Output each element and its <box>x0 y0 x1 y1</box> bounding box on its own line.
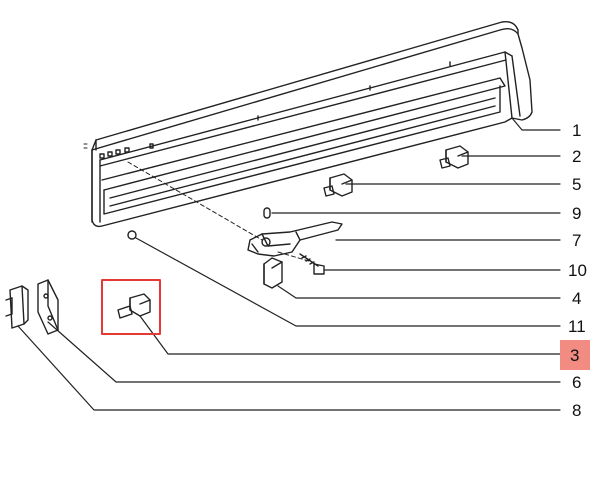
latch-catch <box>263 257 283 289</box>
plug-part-11 <box>127 230 137 240</box>
callout-10: 10 <box>568 261 587 280</box>
pin-part-9 <box>263 207 271 219</box>
bracket-part-8 <box>5 285 29 329</box>
callout-6: 6 <box>572 373 581 392</box>
callout-8: 8 <box>572 401 581 420</box>
callout-highlight-3 <box>560 340 590 370</box>
latch-handle <box>247 221 343 257</box>
tailgate-panel <box>83 20 533 228</box>
highlight-box-part-3 <box>101 279 161 335</box>
hinge-plate <box>37 279 59 335</box>
leader-lines <box>17 117 561 411</box>
screw-part-10 <box>299 253 325 275</box>
callout-3: 3 <box>570 346 579 365</box>
callout-5: 5 <box>572 175 581 194</box>
hinge-bracket-5 <box>323 173 353 197</box>
callout-4: 4 <box>572 289 581 308</box>
callout-numbers: 1 2 5 9 7 10 4 11 3 6 8 <box>568 121 587 420</box>
callout-7: 7 <box>572 231 581 250</box>
callout-11: 11 <box>568 317 586 336</box>
assembly-guide-lines <box>127 161 313 263</box>
callout-1: 1 <box>572 121 581 140</box>
hinge-bracket-2 <box>439 145 469 169</box>
callout-9: 9 <box>572 204 581 223</box>
hinge-pin-part-3 <box>117 293 151 319</box>
callout-2: 2 <box>572 147 581 166</box>
